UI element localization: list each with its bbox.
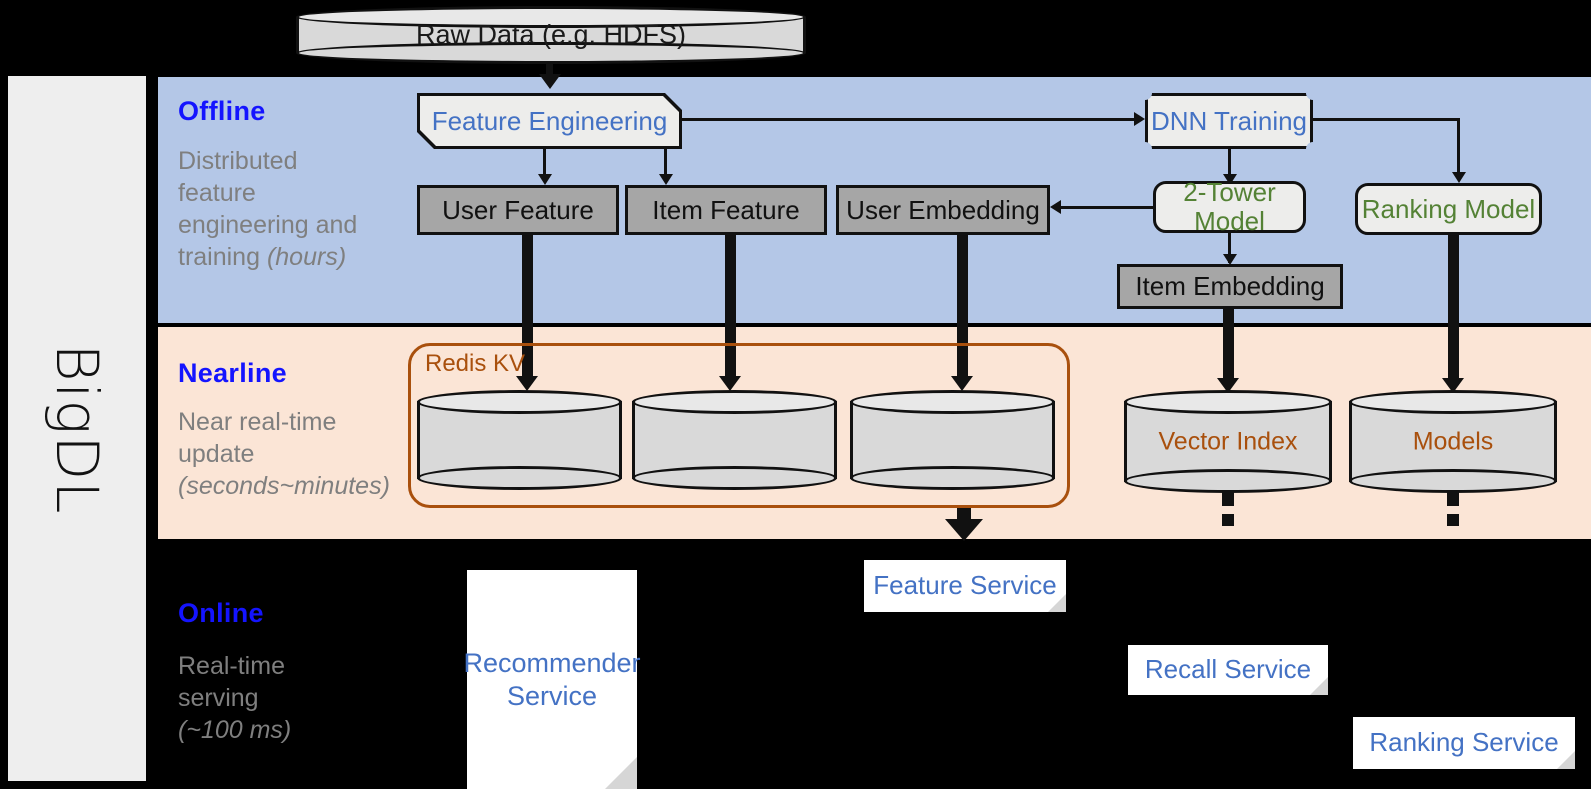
kv-store-cylinder-2[interactable]	[632, 390, 837, 490]
node-user-feature[interactable]: User Feature	[417, 185, 619, 235]
node-user-embedding[interactable]: User Embedding	[836, 185, 1050, 235]
user-embedding-label: User Embedding	[846, 194, 1040, 225]
item-embedding-label: Item Embedding	[1135, 271, 1325, 302]
card-notch-icon	[1138, 86, 1152, 100]
connector-fe-to-userfeature	[543, 149, 546, 181]
offline-subtitle: Distributed feature engineering and trai…	[178, 147, 358, 271]
vector-index-label: Vector Index	[1158, 427, 1298, 455]
online-subtitle: Real-time serving (~100 ms)	[178, 652, 292, 744]
ranking-model-label: Ranking Model	[1361, 193, 1536, 224]
redis-kv-group	[408, 343, 1070, 508]
connector-fe-to-itemfeature	[664, 149, 667, 181]
cylinder-bottom	[1124, 469, 1332, 493]
page-fold-icon	[605, 757, 637, 789]
cylinder-bottom	[1349, 469, 1557, 493]
recommender-service-label-line2: Service	[506, 680, 598, 711]
connector-stub-vectorindex-1	[1222, 492, 1234, 506]
connector-rawdata-to-fe	[546, 62, 553, 78]
offline-title: Offline	[178, 96, 266, 126]
cylinder-top	[850, 390, 1055, 414]
feature-engineering-label: Feature Engineering	[431, 105, 668, 136]
cylinder-top	[1349, 390, 1557, 414]
arrowhead-2tower-to-userembedding	[1050, 200, 1061, 214]
online-title: Online	[178, 598, 264, 628]
kv-store-cylinder-3[interactable]	[850, 390, 1055, 490]
arrowhead-fe-to-itemfeature	[659, 174, 673, 185]
arrowhead-dnn-to-2tower	[1223, 174, 1237, 185]
raw-data-store: Raw Data (e.g. HDFS)	[296, 6, 806, 64]
kv-store-cylinder-1[interactable]	[417, 390, 622, 490]
arrowhead-fe-to-dnn	[1134, 112, 1145, 126]
models-label: Models	[1412, 427, 1494, 455]
service-recommender[interactable]: Recommender Service	[463, 570, 641, 789]
recall-service-label: Recall Service	[1144, 654, 1312, 685]
cylinder-top	[296, 6, 806, 28]
nearline-subtitle: Near real-time update (seconds~minutes)	[178, 408, 390, 500]
two-tower-model-label: 2-Tower Model	[1183, 177, 1276, 236]
pipe-itemembedding-to-vectorindex	[1223, 309, 1234, 385]
arrowhead-rawdata-to-fe	[539, 74, 561, 89]
node-feature-engineering[interactable]: Feature Engineering	[417, 93, 682, 149]
pipe-itemfeature-to-store2	[725, 235, 736, 383]
arrowhead-redis-to-featureservice	[945, 519, 983, 541]
recommender-service-label-line1: Recommender	[463, 648, 641, 679]
node-2-tower-model[interactable]: 2-Tower Model	[1153, 177, 1306, 236]
item-feature-label: Item Feature	[652, 194, 800, 225]
cylinder-bottom	[417, 466, 622, 490]
connector-dnn-to-2tower	[1228, 149, 1231, 181]
bigdl-label: BigDL	[43, 343, 111, 514]
user-feature-label: User Feature	[442, 194, 594, 225]
nearline-title: Nearline	[178, 358, 287, 388]
node-item-feature[interactable]: Item Feature	[625, 185, 827, 235]
connector-dnn-to-ranking-vert	[1457, 118, 1460, 178]
node-ranking-model[interactable]: Ranking Model	[1355, 183, 1542, 235]
raw-data-label: Raw Data (e.g. HDFS)	[415, 19, 687, 50]
service-ranking[interactable]: Ranking Service	[1353, 717, 1575, 769]
service-feature[interactable]: Feature Service	[864, 560, 1066, 612]
vector-index-store[interactable]: Vector Index	[1124, 390, 1332, 493]
connector-redis-to-featureservice	[957, 508, 971, 521]
cylinder-bottom	[850, 466, 1055, 490]
arrowhead-2tower-to-itemembedding	[1223, 254, 1237, 265]
models-store[interactable]: Models	[1349, 390, 1557, 493]
connector-2tower-to-userembedding	[1060, 206, 1153, 209]
arrowhead-pipe-store1	[516, 376, 538, 391]
connector-dnn-to-ranking	[1313, 118, 1460, 121]
arrowhead-pipe-store3	[951, 376, 973, 391]
arrowhead-pipe-store2	[719, 376, 741, 391]
pipe-userfeature-to-store1	[522, 235, 533, 383]
cylinder-top	[1124, 390, 1332, 414]
node-dnn-training[interactable]: DNN Training	[1138, 86, 1320, 156]
connector-stub-models-2	[1447, 514, 1459, 526]
connector-fe-to-dnn	[682, 118, 1134, 121]
arrowhead-dnn-to-ranking	[1452, 172, 1466, 183]
cylinder-bottom	[632, 466, 837, 490]
connector-2tower-to-itemembedding	[1228, 233, 1231, 263]
arrowhead-fe-to-userfeature	[538, 174, 552, 185]
service-recall[interactable]: Recall Service	[1128, 645, 1328, 695]
connector-stub-vectorindex-2	[1222, 514, 1234, 526]
ranking-service-label: Ranking Service	[1369, 727, 1559, 758]
bigdl-framework-rail: BigDL	[8, 76, 146, 781]
dnn-training-label: DNN Training	[1150, 105, 1308, 136]
card-notch-icon	[1138, 142, 1152, 156]
connector-stub-models-1	[1447, 492, 1459, 506]
pipe-rankingmodel-to-models	[1448, 235, 1459, 385]
redis-kv-label: Redis KV	[425, 350, 526, 377]
feature-service-label: Feature Service	[873, 570, 1057, 601]
page-fold-icon	[1310, 677, 1328, 695]
node-item-embedding[interactable]: Item Embedding	[1117, 264, 1343, 309]
card-notch-icon	[1306, 142, 1320, 156]
cylinder-top	[417, 390, 622, 414]
page-fold-icon	[1557, 751, 1575, 769]
pipe-userembedding-to-store3	[957, 235, 968, 383]
card-notch-icon	[1306, 86, 1320, 100]
cylinder-top	[632, 390, 837, 414]
